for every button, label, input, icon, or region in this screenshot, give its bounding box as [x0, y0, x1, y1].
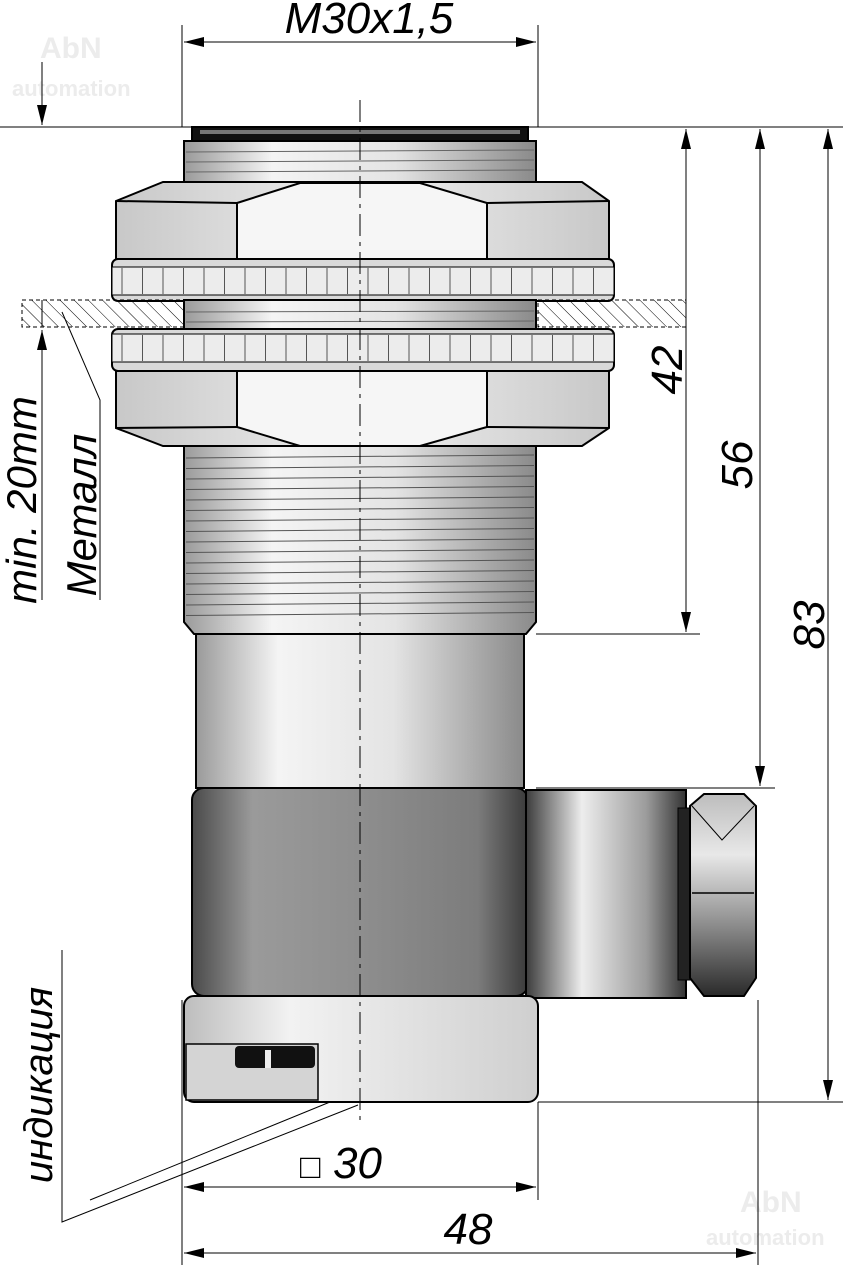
dim-42-label: 42 — [643, 346, 692, 395]
dim-48-label: 48 — [444, 1205, 493, 1254]
hatch-line — [185, 465, 535, 469]
upper-hex-nut — [115, 181, 610, 260]
metal-plate-right — [537, 299, 687, 328]
watermark-brand: AbN — [40, 32, 102, 65]
dim-30-label: 30 — [333, 1139, 382, 1188]
hatch-line — [185, 475, 535, 480]
lower-hex-nut — [115, 370, 610, 447]
watermark-brand-2: AbN — [740, 1186, 802, 1219]
square-symbol: □ — [300, 1148, 321, 1186]
watermark-top-left: AbN automation — [12, 32, 131, 101]
watermark-sub-2: automation — [706, 1225, 825, 1250]
dim-56-label: 56 — [713, 440, 762, 489]
metal-label: Металл — [58, 434, 105, 597]
hatch-line — [185, 538, 535, 543]
dim-thread-label: M30x1,5 — [285, 0, 454, 43]
leader-indication — [61, 950, 359, 1223]
watermark-sub: automation — [12, 76, 131, 101]
leader-indication-2 — [89, 1101, 331, 1201]
hatch-line — [185, 580, 535, 585]
hatch-line — [185, 549, 535, 553]
indication-label: индикация — [17, 987, 61, 1183]
upper-washer — [111, 258, 615, 302]
leader-metal — [61, 311, 101, 600]
base-plate — [183, 995, 539, 1103]
connector-plug — [525, 789, 757, 999]
hatch-line — [185, 591, 535, 595]
indication-led — [235, 1046, 315, 1068]
metal-plate-left — [21, 299, 185, 328]
min-metal-label: min. 20mm — [0, 396, 45, 604]
watermark-bottom-right: AbN automation — [706, 1186, 825, 1250]
dim-83-label: 83 — [785, 600, 834, 649]
lower-washer — [111, 328, 615, 372]
extension-lines — [0, 25, 843, 1265]
